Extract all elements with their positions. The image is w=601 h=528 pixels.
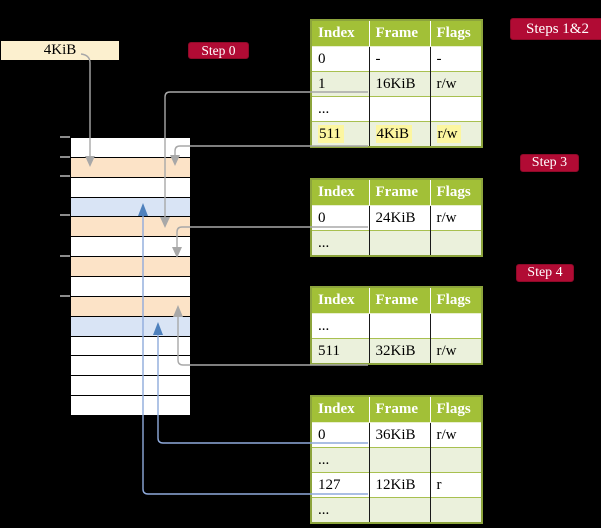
cell-flags — [430, 313, 482, 339]
cell-flags: r/w — [430, 205, 482, 231]
cell-frame: 16KiB — [369, 71, 431, 97]
page-table-step-3: Index Frame Flags 0 24KiB r/w ... — [310, 178, 483, 257]
table-row: 0 36KiB r/w — [311, 422, 482, 448]
cell-frame: 24KiB — [369, 205, 431, 231]
table-row: ... — [311, 96, 482, 122]
table-row-highlighted: 511 4KiB r/w — [311, 121, 482, 147]
col-header-index: Index — [311, 179, 370, 206]
cell-frame — [369, 447, 431, 473]
cell-flags — [430, 447, 482, 473]
cell-flags — [430, 230, 482, 256]
col-header-frame: Frame — [369, 179, 431, 206]
cell-frame — [369, 96, 431, 122]
memory-row — [71, 138, 190, 158]
cell-flags: r/w — [430, 121, 482, 147]
table-row: ... — [311, 497, 482, 523]
cell-frame: 4KiB — [369, 121, 431, 147]
col-header-index: Index — [311, 396, 370, 423]
memory-row — [71, 336, 190, 357]
table-row: ... — [311, 447, 482, 473]
memory-tick — [60, 295, 70, 297]
cell-frame: 32KiB — [369, 338, 431, 364]
table-header-row: Index Frame Flags — [311, 20, 482, 47]
cell-index: ... — [311, 96, 370, 122]
col-header-index: Index — [311, 20, 370, 47]
cell-index: 0 — [311, 46, 370, 72]
step3-label: Step 3 — [520, 154, 579, 172]
table-row: 0 - - — [311, 46, 482, 72]
memory-tick — [60, 175, 70, 177]
cell-index: ... — [311, 497, 370, 523]
table-row: ... — [311, 313, 482, 339]
table-row: 0 24KiB r/w — [311, 205, 482, 231]
page-table-last-level: Index Frame Flags 0 36KiB r/w ... 127 12… — [310, 395, 483, 524]
memory-row — [71, 316, 190, 337]
col-header-flags: Flags — [430, 287, 482, 314]
col-header-frame: Frame — [369, 287, 431, 314]
frame-size-box: 4KiB — [1, 41, 119, 60]
memory-row — [71, 177, 190, 198]
memory-row — [71, 396, 190, 416]
cell-flags: r — [430, 472, 482, 498]
cell-index: 0 — [311, 205, 370, 231]
col-header-flags: Flags — [430, 20, 482, 47]
cell-frame — [369, 230, 431, 256]
frame-size-label: 4KiB — [43, 42, 77, 58]
table-row: 127 12KiB r — [311, 472, 482, 498]
memory-tick — [60, 136, 70, 138]
page-table-steps-1-2: Index Frame Flags 0 - - 1 16KiB r/w ... … — [310, 19, 483, 148]
cell-flags: - — [430, 46, 482, 72]
col-header-index: Index — [311, 287, 370, 314]
page-table-step-4: Index Frame Flags ... 511 32KiB r/w — [310, 286, 483, 365]
cell-index: ... — [311, 447, 370, 473]
cell-flags: r/w — [430, 71, 482, 97]
cell-frame — [369, 313, 431, 339]
step4-label: Step 4 — [516, 264, 574, 282]
cell-flags: r/w — [430, 338, 482, 364]
cell-index: 511 — [311, 338, 370, 364]
cell-index: 0 — [311, 422, 370, 448]
cell-frame — [369, 497, 431, 523]
cell-flags — [430, 96, 482, 122]
col-header-flags: Flags — [430, 396, 482, 423]
table-row: ... — [311, 230, 482, 256]
table-header-row: Index Frame Flags — [311, 396, 482, 423]
step0-label: Step 0 — [188, 42, 249, 59]
cell-flags: r/w — [430, 422, 482, 448]
memory-row — [71, 197, 190, 218]
memory-row — [71, 257, 190, 278]
memory-tick — [60, 255, 70, 257]
memory-stack — [70, 137, 191, 416]
cell-index: 1 — [311, 71, 370, 97]
memory-row — [71, 217, 190, 238]
steps-1-2-label: Steps 1&2 — [510, 18, 601, 40]
cell-frame: 36KiB — [369, 422, 431, 448]
cell-index: ... — [311, 313, 370, 339]
cell-index: ... — [311, 230, 370, 256]
col-header-frame: Frame — [369, 20, 431, 47]
memory-row — [71, 376, 190, 397]
table-header-row: Index Frame Flags — [311, 179, 482, 206]
cell-flags — [430, 497, 482, 523]
table-row: 511 32KiB r/w — [311, 338, 482, 364]
table-row: 1 16KiB r/w — [311, 71, 482, 97]
memory-row — [71, 296, 190, 317]
cell-frame: 12KiB — [369, 472, 431, 498]
memory-row — [71, 277, 190, 297]
memory-row — [71, 356, 190, 377]
cell-index: 127 — [311, 472, 370, 498]
table-header-row: Index Frame Flags — [311, 287, 482, 314]
memory-row — [71, 237, 190, 258]
cell-frame: - — [369, 46, 431, 72]
col-header-flags: Flags — [430, 179, 482, 206]
memory-row — [71, 157, 190, 178]
memory-tick — [60, 214, 70, 216]
cell-index: 511 — [311, 121, 370, 147]
col-header-frame: Frame — [369, 396, 431, 423]
memory-tick — [60, 156, 70, 158]
